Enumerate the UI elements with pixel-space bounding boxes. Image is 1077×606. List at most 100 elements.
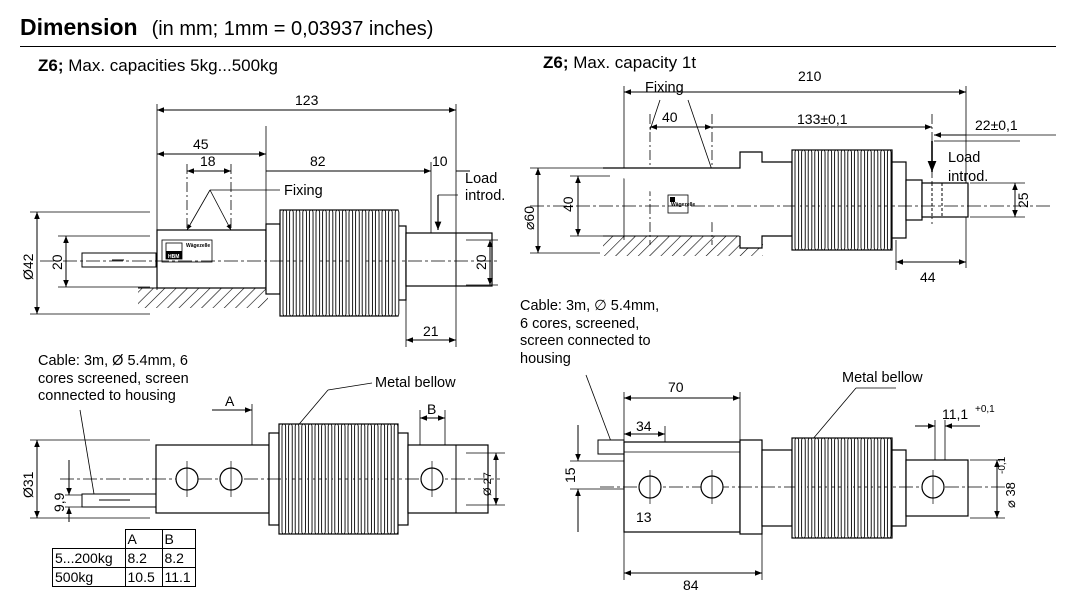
bellow-fold xyxy=(840,149,846,251)
right-dim-133: 133±0,1 xyxy=(797,111,848,127)
capacity-dimension-table: A B 5...200kg 8.2 8.2 500kg 10.5 11.1 xyxy=(52,529,196,587)
bellow-fold xyxy=(387,423,392,535)
table-header-a: A xyxy=(124,529,163,549)
bellow-fold xyxy=(827,437,833,539)
heading-subtitle: (in mm; 1mm = 0,03937 inches) xyxy=(151,18,434,40)
left-dim-21: 21 xyxy=(423,323,439,339)
left-plate-brand: Wägezelle xyxy=(186,243,210,249)
bellow-fold xyxy=(281,423,287,535)
bellow-fold xyxy=(360,423,366,535)
bellow-fold xyxy=(302,209,307,317)
right-panel-title: Z6; Max. capacity 1t xyxy=(543,53,696,73)
left-bottom-view xyxy=(30,382,505,535)
left-dim-9-9: 9,9 xyxy=(51,492,67,512)
bellow-fold xyxy=(853,437,859,539)
right-dim-210: 210 xyxy=(798,68,822,84)
bellow-fold xyxy=(381,209,387,317)
right-dim-dia60: ⌀60 xyxy=(521,206,537,230)
left-panel-title: Z6; Max. capacities 5kg...500kg xyxy=(38,56,278,76)
right-dim-25: 25 xyxy=(1015,192,1031,208)
bellow-fold xyxy=(334,423,339,535)
right-load-label-1: Load xyxy=(948,150,980,166)
table-header-b: B xyxy=(161,529,196,549)
right-dim-11-1-tolerance: +0,1 xyxy=(975,404,995,415)
page-heading: Dimension(in mm; 1mm = 0,03937 inches) xyxy=(20,14,433,41)
bellow-fold xyxy=(394,209,400,317)
bellow-fold xyxy=(834,149,839,251)
table-cell-a: 8.2 xyxy=(124,548,163,568)
left-dim-dia42: Ø42 xyxy=(20,253,36,280)
bellow-fold xyxy=(847,437,852,539)
left-dim-82: 82 xyxy=(310,153,326,169)
bellow-fold xyxy=(294,423,300,535)
bellow-fold xyxy=(840,437,846,539)
bellow-fold xyxy=(335,209,340,317)
right-load-label-2: introd. xyxy=(948,169,988,185)
bellow-fold xyxy=(820,437,826,539)
bellow-fold xyxy=(860,149,866,251)
bellow-fold xyxy=(380,423,386,535)
bellow-fold xyxy=(348,209,354,317)
right-top-view xyxy=(530,86,1056,270)
left-dim-dia27: Ø 27 xyxy=(482,472,494,496)
bellow-fold xyxy=(322,209,327,317)
right-capacity-title: Max. capacity 1t xyxy=(573,53,697,72)
right-dim-22: 22±0,1 xyxy=(975,117,1018,133)
right-dim-34: 34 xyxy=(636,418,652,434)
left-plate-logo: HBM xyxy=(168,254,179,260)
heading-rule xyxy=(20,46,1056,47)
right-dim-dia38: ⌀ 38 xyxy=(1003,482,1018,508)
bellow-fold xyxy=(314,423,320,535)
bellow-fold xyxy=(282,209,288,317)
bellow-fold xyxy=(886,437,892,539)
left-capacity-title: Max. capacities 5kg...500kg xyxy=(68,56,279,75)
bellow-fold xyxy=(295,209,301,317)
bellow-fold xyxy=(321,423,326,535)
bellow-fold xyxy=(820,149,826,251)
left-dim-45: 45 xyxy=(193,136,209,152)
left-metal-bellow-label: Metal bellow xyxy=(375,375,456,391)
bellow-fold xyxy=(361,209,367,317)
right-metal-bellow-label: Metal bellow xyxy=(842,370,923,386)
right-cable-note: Cable: 3m, ∅ 5.4mm, 6 cores, screened, s… xyxy=(520,298,660,367)
bellow-fold xyxy=(393,423,399,535)
right-dim-13: 13 xyxy=(636,509,652,525)
table-cell-a: 10.5 xyxy=(124,567,163,587)
bellow-fold xyxy=(873,437,879,539)
table-header-row: A B xyxy=(52,529,196,549)
bellow-fold xyxy=(794,149,800,251)
right-dim-84: 84 xyxy=(683,577,699,593)
bellow-fold xyxy=(308,209,314,317)
bellow-fold xyxy=(873,149,879,251)
right-dim-11-1: 11,1 xyxy=(942,406,968,422)
right-plate-brand: Wägezelle xyxy=(671,202,695,208)
bellow-fold xyxy=(374,209,380,317)
bellow-fold xyxy=(827,149,833,251)
right-dim-dia38-tolerance: -0,1 xyxy=(997,456,1008,474)
left-top-view xyxy=(30,104,500,347)
left-dim-10: 10 xyxy=(432,153,448,169)
bellow-fold xyxy=(880,437,885,539)
bellow-fold xyxy=(288,423,293,535)
left-model: Z6; xyxy=(38,56,64,75)
bellow-fold xyxy=(301,423,306,535)
table-row-label: 5...200kg xyxy=(52,548,126,568)
bellow-fold xyxy=(354,423,359,535)
bellow-fold xyxy=(801,149,806,251)
table-row-label: 500kg xyxy=(52,567,126,587)
bellow-fold xyxy=(853,149,859,251)
table-row: 500kg 10.5 11.1 xyxy=(52,567,196,587)
bellow-fold xyxy=(834,437,839,539)
bellow-fold xyxy=(814,149,819,251)
table-cell-b: 8.2 xyxy=(161,548,196,568)
table-cell-b: 11.1 xyxy=(161,567,196,587)
bellow-fold xyxy=(327,423,333,535)
bellow-fold xyxy=(847,149,852,251)
bellow-fold xyxy=(807,437,813,539)
right-fixing-label: Fixing xyxy=(645,80,684,96)
right-dim-15: 15 xyxy=(562,467,578,483)
right-model: Z6; xyxy=(543,53,569,72)
bellow-fold xyxy=(794,437,800,539)
bellow-fold xyxy=(860,437,866,539)
bellow-fold xyxy=(328,209,334,317)
